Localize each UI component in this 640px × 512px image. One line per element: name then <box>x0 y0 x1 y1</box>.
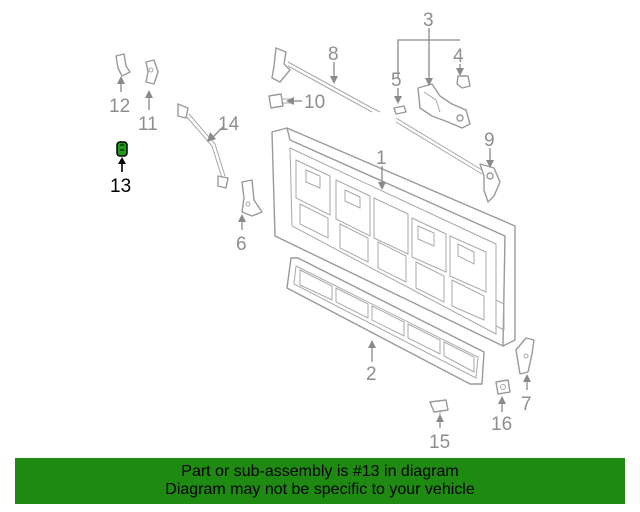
callout-3: 3 <box>423 10 434 31</box>
parts-diagram: 1 2 3 4 5 6 7 8 9 10 11 12 13 14 15 16 <box>109 10 535 453</box>
nut-16 <box>495 379 511 395</box>
callout-13: 13 <box>110 176 131 197</box>
callout-8: 8 <box>328 44 339 65</box>
banner-line-2: Diagram may not be specific to your vehi… <box>165 481 475 498</box>
callout-11: 11 <box>138 114 158 135</box>
info-banner: Part or sub-assembly is #13 in diagram D… <box>15 458 625 504</box>
callout-15: 15 <box>429 432 450 453</box>
tailgate-panel <box>271 127 516 347</box>
latch-9 <box>395 117 501 203</box>
bracket-7 <box>515 337 535 375</box>
callout-12: 12 <box>109 96 130 117</box>
callout-1: 1 <box>376 148 387 169</box>
part-13-highlighted <box>116 141 128 157</box>
callout-6: 6 <box>236 234 247 255</box>
trim-panel <box>286 257 485 385</box>
callout-2: 2 <box>366 364 377 385</box>
bracket-11 <box>145 59 159 85</box>
callout-9: 9 <box>484 130 495 151</box>
banner-line-1: Part or sub-assembly is #13 in diagram <box>181 463 459 480</box>
hinge-assembly <box>393 75 471 129</box>
callout-10: 10 <box>304 92 325 113</box>
callout-7: 7 <box>521 394 532 415</box>
cable-8 <box>271 47 381 113</box>
support-cable-14 <box>177 103 229 189</box>
callout-5: 5 <box>391 70 402 91</box>
callout-14: 14 <box>218 114 240 135</box>
callout-4: 4 <box>453 46 464 67</box>
screw-15 <box>429 399 449 418</box>
bracket-6 <box>241 179 263 217</box>
callout-16: 16 <box>491 414 512 435</box>
bracket-12 <box>115 53 131 77</box>
leader-lines <box>117 28 531 428</box>
